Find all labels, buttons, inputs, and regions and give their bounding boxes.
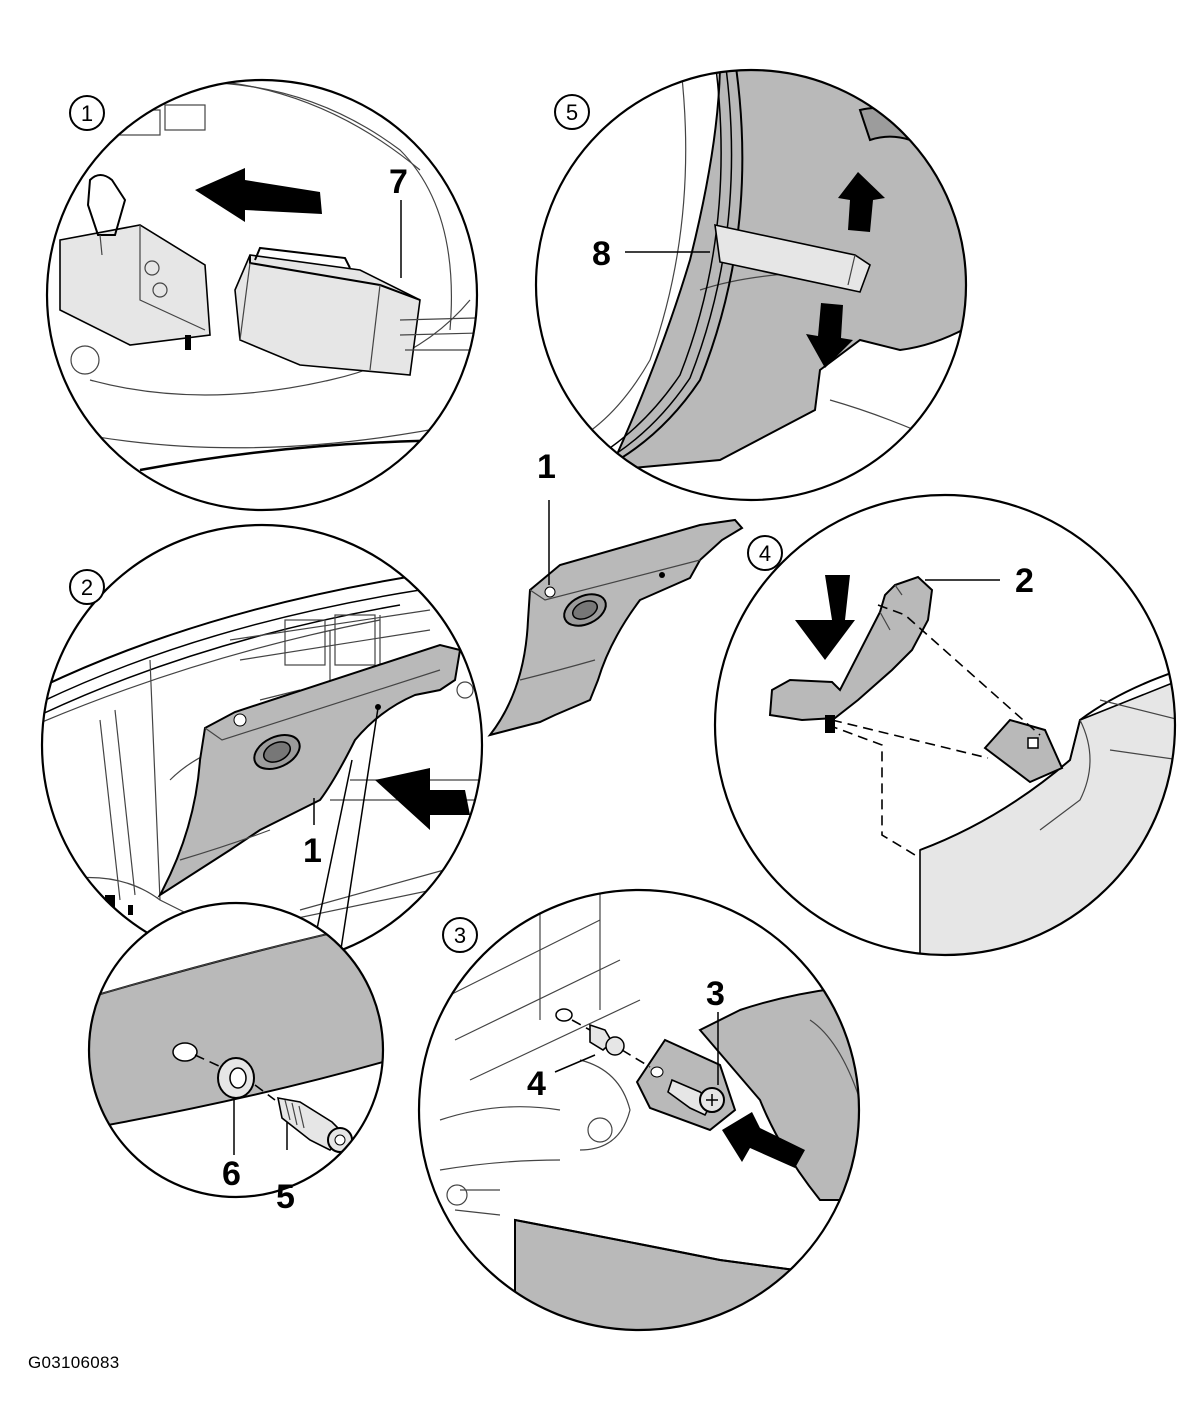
step-badge-3: 3 (442, 917, 478, 953)
part-label-4: 4 (527, 1065, 546, 1103)
document-id: G03106083 (28, 1353, 120, 1372)
detail-view-2: 1 2 (40, 523, 484, 976)
part-label-1-detail: 1 (303, 832, 322, 870)
part-label-8: 8 (592, 235, 611, 273)
step-number: 3 (454, 923, 466, 948)
fastener-zoom-view: 6 5 (87, 901, 385, 1216)
detail-view-4: 2 4 (713, 493, 1177, 957)
step-badge-4: 4 (747, 535, 783, 571)
part-label-3: 3 (706, 975, 725, 1013)
push-down-arrow-icon (795, 575, 855, 660)
detail-view-5: 8 5 (534, 68, 968, 502)
part-label-2: 2 (1015, 562, 1034, 600)
detail-view-1: 7 1 (45, 78, 479, 512)
step-number: 1 (81, 101, 93, 126)
step-badge-2: 2 (69, 569, 105, 605)
step-badge-1: 1 (69, 95, 105, 131)
detail-view-3: 3 4 3 (417, 888, 861, 1332)
push-arrow-icon (195, 168, 322, 222)
step-badge-5: 5 (554, 94, 590, 130)
part-label-7: 7 (389, 163, 408, 201)
pry-down-arrow-icon (806, 303, 853, 368)
step-number: 2 (81, 575, 93, 600)
trim-panel-part-1: 1 (487, 448, 744, 737)
part-label-5: 5 (276, 1178, 295, 1216)
push-arrow-icon (722, 1112, 805, 1168)
part-label-6: 6 (222, 1155, 241, 1193)
pry-up-arrow-icon (838, 172, 885, 232)
step-number: 4 (759, 541, 771, 566)
push-arrow-icon (375, 768, 470, 830)
part-label-1-center: 1 (537, 448, 556, 486)
step-number: 5 (566, 100, 578, 125)
